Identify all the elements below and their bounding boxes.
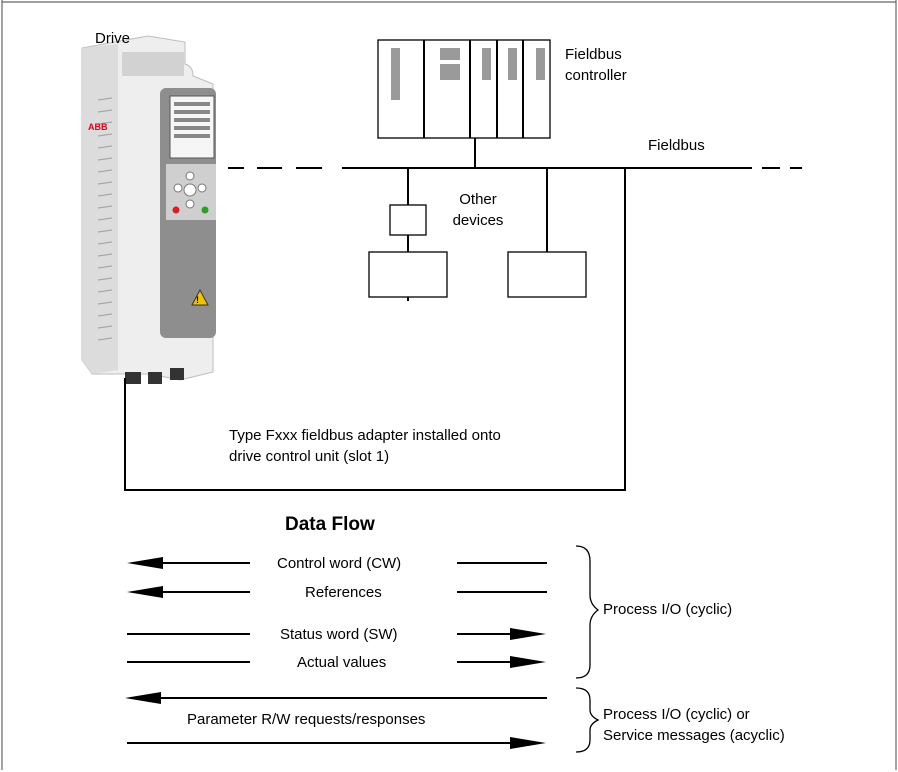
drive-terminal <box>125 372 141 384</box>
service-messages-label: Process I/O (cyclic) or <box>603 706 750 723</box>
drive-side-panel <box>82 44 118 374</box>
svg-text:!: ! <box>196 295 199 305</box>
drive-brand-logo: ABB <box>88 122 108 132</box>
data-flow-row: Status word (SW) <box>127 626 546 643</box>
left-arrow-icon <box>127 557 163 569</box>
drive-fan-top <box>122 52 184 76</box>
actual-values-label: Actual values <box>297 654 386 671</box>
service-brace <box>575 687 600 753</box>
warning-icon <box>191 288 209 306</box>
other-devices-label: Other <box>459 191 497 208</box>
left-arrow-icon <box>127 586 163 598</box>
other-devices <box>368 168 587 301</box>
adapter-label: Type Fxxx fieldbus adapter installed ont… <box>229 427 501 444</box>
right-arrow-icon <box>510 737 546 749</box>
fieldbus-line <box>228 138 802 169</box>
drive-vent-slots <box>97 97 113 341</box>
fieldbus-controller <box>377 39 551 139</box>
other-devices-label: devices <box>453 212 504 229</box>
process-io-label: Process I/O (cyclic) <box>603 601 732 618</box>
adapter-label: drive control unit (slot 1) <box>229 448 389 465</box>
fieldbus-controller-label: Fieldbus <box>565 46 622 63</box>
data-flow-row: Control word (CW) <box>127 555 547 572</box>
process-io-brace <box>575 545 600 679</box>
drive-illustration: ! ABB <box>81 35 216 384</box>
parameter-flow: Parameter R/W requests/responses <box>125 692 547 749</box>
right-arrow-icon <box>510 628 546 640</box>
data-flow-row: References <box>127 584 547 601</box>
left-arrow-icon <box>125 692 161 704</box>
service-messages-label: Service messages (acyclic) <box>603 727 785 744</box>
control-word-label: Control word (CW) <box>277 555 401 572</box>
fieldbus-label: Fieldbus <box>648 137 705 154</box>
fieldbus-controller-label: controller <box>565 67 627 84</box>
data-flow-row: Actual values <box>127 654 546 671</box>
drive-label: Drive <box>95 30 130 47</box>
drive-terminal <box>148 372 162 384</box>
status-word-label: Status word (SW) <box>280 626 398 643</box>
right-arrow-icon <box>510 656 546 668</box>
references-label: References <box>305 584 382 601</box>
parameter-label: Parameter R/W requests/responses <box>187 711 425 728</box>
drive-terminal <box>170 368 184 380</box>
data-flow-title: Data Flow <box>285 514 375 535</box>
adapter-connection-line <box>124 168 626 491</box>
